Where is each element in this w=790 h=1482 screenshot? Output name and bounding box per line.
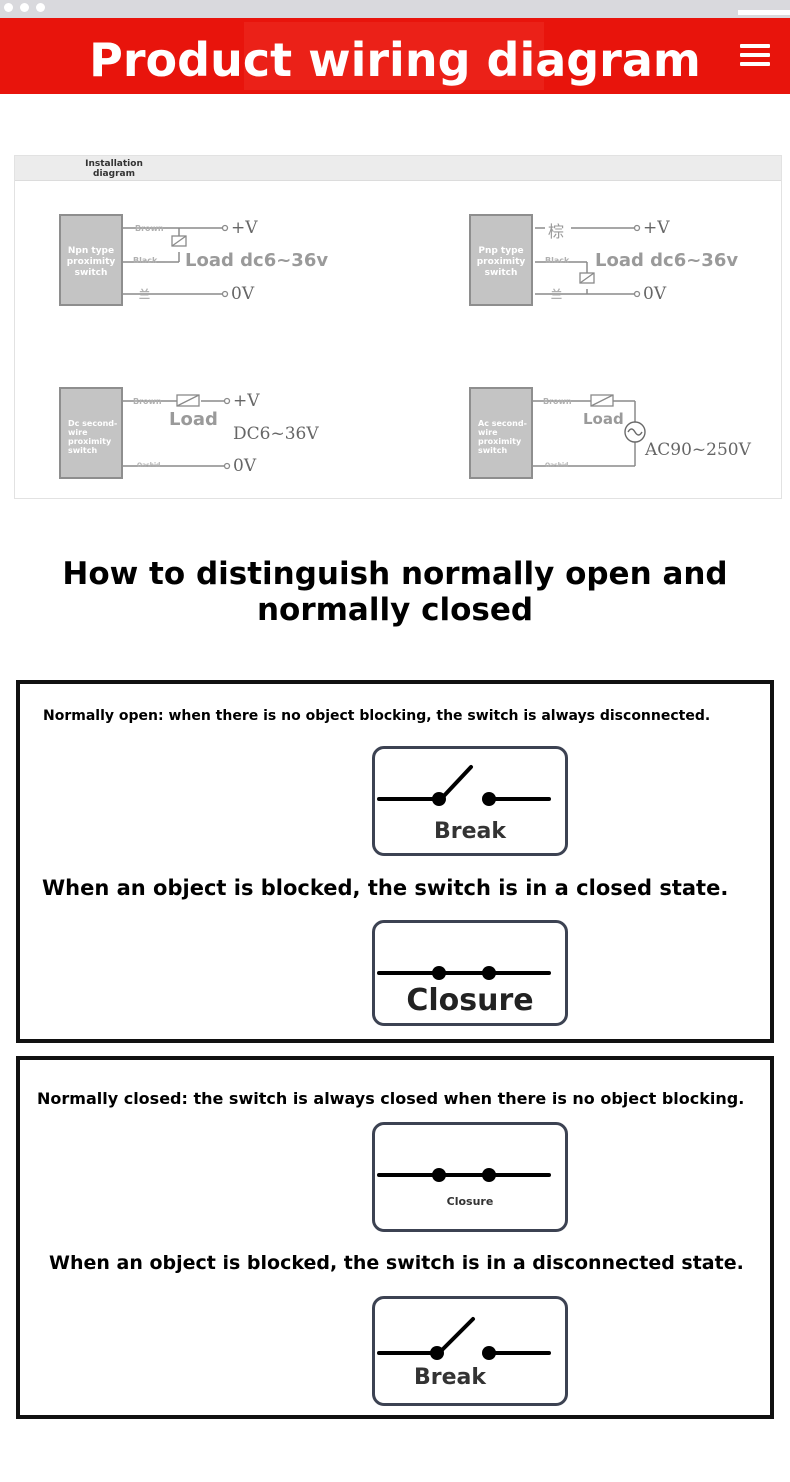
ac-source-icon <box>624 421 646 443</box>
dc-two-wire-switch-block: Dc second-wire proximity switch <box>59 387 123 479</box>
normally-closed-box: Normally closed: the switch is always cl… <box>16 1056 774 1419</box>
ac-two-wire-switch-block: Ac second-wire proximity switch <box>469 387 533 479</box>
closed-switch-icon <box>377 966 551 980</box>
relay-coil-icon <box>171 235 614 407</box>
closure-symbol: Closure <box>372 1122 568 1232</box>
normally-open-blocked-caption: When an object is blocked, the switch is… <box>42 876 729 900</box>
page-header: Product wiring diagram <box>0 18 790 94</box>
chrome-bar <box>738 10 790 15</box>
installation-diagram: Installation diagram <box>14 155 782 499</box>
normally-closed-blocked-caption: When an object is blocked, the switch is… <box>49 1252 744 1274</box>
closure-symbol: Closure <box>372 920 568 1026</box>
installation-title: Installation diagram <box>85 159 143 179</box>
header-highlight <box>244 22 544 90</box>
window-dot-icon[interactable] <box>36 3 45 12</box>
section-title: How to distinguish normally open and nor… <box>62 556 728 628</box>
npn-switch-block: Npn type proximity switch <box>59 214 123 306</box>
wiring-lines <box>123 224 646 470</box>
break-symbol: Break <box>372 1296 568 1406</box>
page-title: Product wiring diagram <box>89 33 701 87</box>
open-switch-icon <box>377 765 551 806</box>
window-dot-icon[interactable] <box>4 3 13 12</box>
installation-title-bar: Installation diagram <box>15 156 781 181</box>
break-symbol: Break <box>372 746 568 856</box>
closed-switch-icon <box>377 1168 551 1182</box>
window-chrome <box>0 0 790 18</box>
open-switch-icon <box>377 1317 551 1360</box>
normally-open-box: Normally open: when there is no object b… <box>16 680 774 1043</box>
normally-closed-caption: Normally closed: the switch is always cl… <box>37 1089 745 1108</box>
pnp-switch-block: Pnp type proximity switch <box>469 214 533 306</box>
normally-open-caption: Normally open: when there is no object b… <box>43 708 711 724</box>
menu-icon[interactable] <box>740 44 770 66</box>
window-dot-icon[interactable] <box>20 3 29 12</box>
